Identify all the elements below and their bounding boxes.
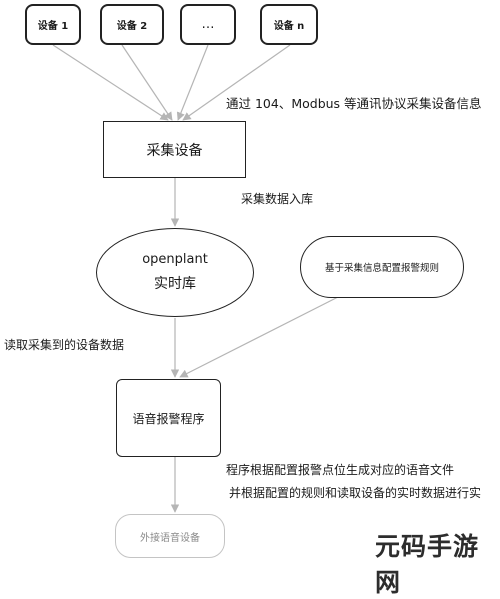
alarm-rule-node: 基于采集信息配置报警规则 [300, 236, 464, 298]
device-label-2: 设备 2 [116, 21, 148, 32]
edge-ellipsis-to-collect [176, 44, 209, 121]
generate-edge-label-line2: 并根据配置的规则和读取设备的实时数据进行实 [229, 486, 482, 500]
generate-edge-label-line1: 程序根据配置报警点位生成对应的语音文件 [226, 463, 455, 477]
openplant-label: openplant [142, 252, 208, 267]
store-edge-label: 采集数据入库 [241, 192, 314, 206]
realtime-db-label: 实时库 [154, 276, 196, 292]
protocol-edge-label: 通过 104、Modbus 等通讯协议采集设备信息 [226, 96, 482, 111]
edge-rule-to-alarm [179, 295, 341, 378]
collect-device-label: 采集设备 [146, 142, 203, 159]
device-node-1: 设备 1 [25, 4, 81, 45]
device-label-n: 设备 n [273, 21, 305, 32]
edge-device2-to-collect [121, 44, 173, 121]
device-node-ellipsis: … [180, 4, 236, 45]
edge-devicen-to-collect [182, 44, 291, 121]
read-edge-label: 读取采集到的设备数据 [4, 338, 125, 352]
device-node-2: 设备 2 [100, 4, 164, 45]
device-label-1: 设备 1 [37, 21, 69, 32]
openplant-db-node: openplant 实时库 [96, 228, 254, 317]
device-label-ellipsis: … [201, 17, 215, 32]
alarm-rule-label: 基于采集信息配置报警规则 [324, 263, 439, 274]
voice-alarm-program-node: 语音报警程序 [116, 379, 221, 457]
connector-layer [52, 44, 341, 513]
edge-device1-to-collect [52, 44, 169, 121]
site-watermark: 元码手游网 [375, 532, 480, 597]
voice-alarm-program-label: 语音报警程序 [132, 411, 205, 426]
external-voice-device-label: 外接语音设备 [140, 532, 200, 544]
device-node-n: 设备 n [260, 4, 318, 45]
external-voice-device-node: 外接语音设备 [115, 514, 225, 558]
collect-device-node: 采集设备 [103, 121, 246, 178]
